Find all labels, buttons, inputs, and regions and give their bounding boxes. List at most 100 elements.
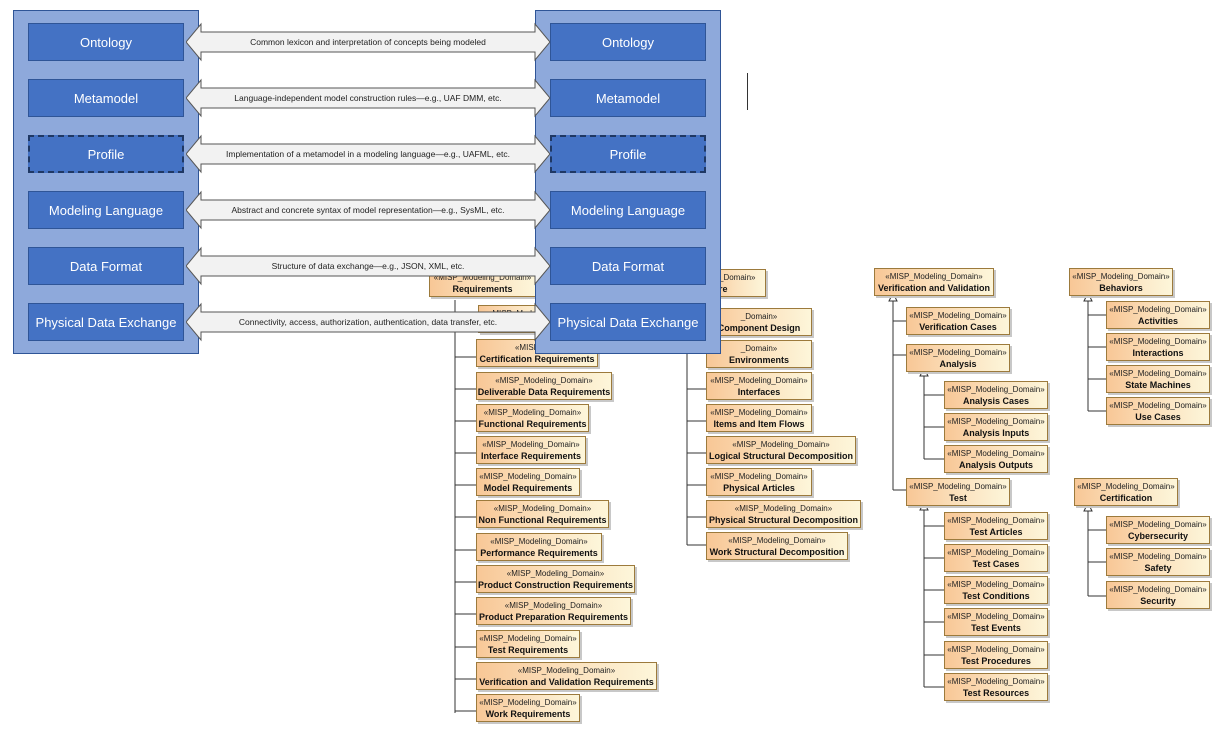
- pkg-name: Product Construction Requirements: [477, 580, 633, 590]
- pkg-analysis[interactable]: «MISP_Modeling_Domain»Analysis: [906, 344, 1010, 372]
- double-arrow-physical-data-exchange: Connectivity, access, authorization, aut…: [186, 302, 550, 342]
- pkg-name: State Machines: [1125, 380, 1191, 390]
- pkg-work-requirements[interactable]: «MISP_Modeling_Domain»Work Requirements: [476, 694, 580, 722]
- pkg-test-requirements[interactable]: «MISP_Modeling_Domain» Test Requirements: [476, 630, 580, 658]
- right-layer-data-format[interactable]: Data Format: [550, 247, 706, 285]
- pkg-stereotype: «MISP_Modeling_Domain»: [1109, 305, 1207, 314]
- pkg-stereotype: «MISP_Modeling_Domain»: [947, 677, 1045, 686]
- pkg-stereotype: _Domain»: [719, 273, 756, 282]
- pkg-name: Behaviors: [1099, 283, 1143, 293]
- pkg-stereotype: «MISP_Modeling_Domain»: [1109, 520, 1207, 529]
- left-layer-data-format[interactable]: Data Format: [28, 247, 184, 285]
- pkg-name: Requirements: [452, 284, 513, 294]
- pkg-name: Verification and Validation: [877, 283, 991, 293]
- pkg-safety[interactable]: «MISP_Modeling_Domain»Safety: [1106, 548, 1210, 576]
- pkg-name: Cybersecurity: [1127, 531, 1189, 541]
- pkg-component-design[interactable]: _Domain» Component Design: [706, 308, 812, 336]
- pkg-test-conditions[interactable]: «MISP_Modeling_Domain»Test Conditions: [944, 576, 1048, 604]
- pkg-security[interactable]: «MISP_Modeling_Domain» Security: [1106, 581, 1210, 609]
- right-layer-metamodel[interactable]: Metamodel: [550, 79, 706, 117]
- pkg-state-machines[interactable]: «MISP_Modeling_Domain» State Machines: [1106, 365, 1210, 393]
- pkg-analysis-inputs[interactable]: «MISP_Modeling_Domain»Analysis Inputs: [944, 413, 1048, 441]
- right-layer-frame: [535, 10, 721, 354]
- pkg-test-procedures[interactable]: «MISP_Modeling_Domain»Test Procedures: [944, 641, 1048, 669]
- pkg-stereotype: _Domain»: [740, 312, 778, 321]
- pkg-cybersecurity[interactable]: «MISP_Modeling_Domain» Cybersecurity: [1106, 516, 1210, 544]
- pkg-name: Interactions: [1132, 348, 1184, 358]
- pkg-stereotype: «MISP_Modeling_Domain»: [479, 634, 577, 643]
- pkg-model-requirements[interactable]: «MISP_Modeling_Domain»Model Requirements: [476, 468, 580, 496]
- pkg-test-articles[interactable]: «MISP_Modeling_Domain» Test Articles: [944, 512, 1048, 540]
- pkg-stereotype: «MISP_Modeling_Domain»: [1109, 369, 1207, 378]
- pkg-stereotype: «MISP_Modeling_Domain»: [947, 516, 1045, 525]
- pkg-performance-requirements[interactable]: «MISP_Modeling_Domain»Performance Requir…: [476, 533, 602, 561]
- pkg-stereotype: «MISP_Modeling_Domain»: [947, 645, 1045, 654]
- right-layer-ontology[interactable]: Ontology: [550, 23, 706, 61]
- double-arrow-metamodel: Language-independent model construction …: [186, 78, 550, 118]
- left-layer-metamodel[interactable]: Metamodel: [28, 79, 184, 117]
- pkg-stereotype: «MISP_Modeling_Domain»: [728, 536, 826, 545]
- pkg-name: Security: [1140, 596, 1176, 606]
- pkg-stereotype: «MISP_Modeling_Domain»: [734, 504, 833, 513]
- left-layer-physical-data-exchange[interactable]: Physical Data Exchange: [28, 303, 184, 341]
- pkg-stereotype: «MISP_Modeling_Domain»: [1109, 585, 1207, 594]
- pkg-name: Physical Structural Decomposition: [708, 515, 859, 525]
- pkg-physical-articles[interactable]: «MISP_Modeling_Domain»Physical Articles: [706, 468, 812, 496]
- pkg-physical-structural-decomposition[interactable]: «MISP_Modeling_Domain» Physical Structura…: [706, 500, 861, 528]
- pkg-activities[interactable]: «MISP_Modeling_Domain»Activities: [1106, 301, 1210, 329]
- pkg-stereotype: _Domain»: [740, 344, 778, 353]
- pkg-stereotype: «MISP_Modeling_Domain»: [482, 440, 580, 449]
- pkg-name: Component Design: [717, 323, 801, 333]
- pkg-environments[interactable]: _Domain»Environments: [706, 340, 812, 368]
- double-arrow-modeling-language: Abstract and concrete syntax of model re…: [186, 190, 550, 230]
- right-layer-profile[interactable]: Profile: [550, 135, 706, 173]
- pkg-name: Analysis Inputs: [962, 428, 1030, 438]
- pkg-test[interactable]: «MISP_Modeling_Domain»Test: [906, 478, 1010, 506]
- pkg-name: Test Events: [971, 623, 1021, 633]
- pkg-stereotype: «MISP_Modeling_Domain»: [506, 569, 605, 578]
- pkg-test-resources[interactable]: «MISP_Modeling_Domain» Test Resources: [944, 673, 1048, 701]
- pkg-name: Test Resources: [962, 688, 1030, 698]
- pkg-name: Use Cases: [1135, 412, 1181, 422]
- pkg-non-functional-requirements[interactable]: «MISP_Modeling_Domain»Non Functional Req…: [476, 500, 609, 528]
- pkg-analysis-cases[interactable]: «MISP_Modeling_Domain»Analysis Cases: [944, 381, 1048, 409]
- pkg-test-events[interactable]: «MISP_Modeling_Domain»Test Events: [944, 608, 1048, 636]
- pkg-name: Product Preparation Requirements: [478, 612, 629, 622]
- pkg-verification-cases[interactable]: «MISP_Modeling_Domain»Verification Cases: [906, 307, 1010, 335]
- right-layer-physical-data-exchange[interactable]: Physical Data Exchange: [550, 303, 706, 341]
- pkg-name: Items and Item Flows: [713, 419, 805, 429]
- arrow-label: Implementation of a metamodel in a model…: [226, 149, 510, 159]
- pkg-interfaces[interactable]: «MISP_Modeling_Domain»Interfaces: [706, 372, 812, 400]
- pkg-name: Test Articles: [969, 527, 1023, 537]
- pkg-work-structural-decomposition[interactable]: «MISP_Modeling_Domain»Work Structural De…: [706, 532, 848, 560]
- pkg-stereotype: «MISP_Modeling_Domain»: [885, 272, 983, 281]
- pkg-name: Test Requirements: [487, 645, 569, 655]
- pkg-verification-and-validation[interactable]: «MISP_Modeling_Domain» Verification and V…: [874, 268, 994, 296]
- right-layer-modeling-language[interactable]: Modeling Language: [550, 191, 706, 229]
- pkg-certification[interactable]: «MISP_Modeling_Domain»Certification: [1074, 478, 1178, 506]
- pkg-interface-requirements[interactable]: «MISP_Modeling_Domain»Interface Requirem…: [476, 436, 586, 464]
- pkg-use-cases[interactable]: «MISP_Modeling_Domain»Use Cases: [1106, 397, 1210, 425]
- pkg-behaviors[interactable]: «MISP_Modeling_Domain»Behaviors: [1069, 268, 1173, 296]
- pkg-stereotype: «MISP_Modeling_Domain»: [947, 580, 1045, 589]
- pkg-deliverable-data-requirements[interactable]: «MISP_Modeling_Domain» Deliverable Data R…: [476, 372, 612, 400]
- pkg-items-and-item-flows[interactable]: «MISP_Modeling_Domain»Items and Item Flo…: [706, 404, 812, 432]
- pkg-product-construction-requirements[interactable]: «MISP_Modeling_Domain» Product Constructi…: [476, 565, 635, 593]
- left-layer-profile[interactable]: Profile: [28, 135, 184, 173]
- pkg-stereotype: «MISP_Modeling_Domain»: [1077, 482, 1175, 491]
- pkg-interactions[interactable]: «MISP_Modeling_Domain»Interactions: [1106, 333, 1210, 361]
- pkg-stereotype: «MISP_Modeling_Domain»: [947, 385, 1045, 394]
- pkg-analysis-outputs[interactable]: «MISP_Modeling_Domain»Analysis Outputs: [944, 445, 1048, 473]
- pkg-name: Test Cases: [972, 559, 1020, 569]
- double-arrow-data-format: Structure of data exchange—e.g., JSON, X…: [186, 246, 550, 286]
- pkg-stereotype: «MISP_Modeling_Domain»: [495, 376, 593, 385]
- pkg-name: Deliverable Data Requirements: [477, 387, 611, 397]
- left-layer-ontology[interactable]: Ontology: [28, 23, 184, 61]
- left-layer-modeling-language[interactable]: Modeling Language: [28, 191, 184, 229]
- pkg-functional-requirements[interactable]: «MISP_Modeling_Domain»Functional Require…: [476, 404, 589, 432]
- pkg-verification-validation-requirements[interactable]: «MISP_Modeling_Domain»Verification and V…: [476, 662, 657, 690]
- pkg-logical-structural-decomposition[interactable]: «MISP_Modeling_Domain»Logical Structural…: [706, 436, 856, 464]
- pkg-test-cases[interactable]: «MISP_Modeling_Domain»Test Cases: [944, 544, 1048, 572]
- pkg-product-preparation-requirements[interactable]: «MISP_Modeling_Domain»Product Preparatio…: [476, 597, 631, 625]
